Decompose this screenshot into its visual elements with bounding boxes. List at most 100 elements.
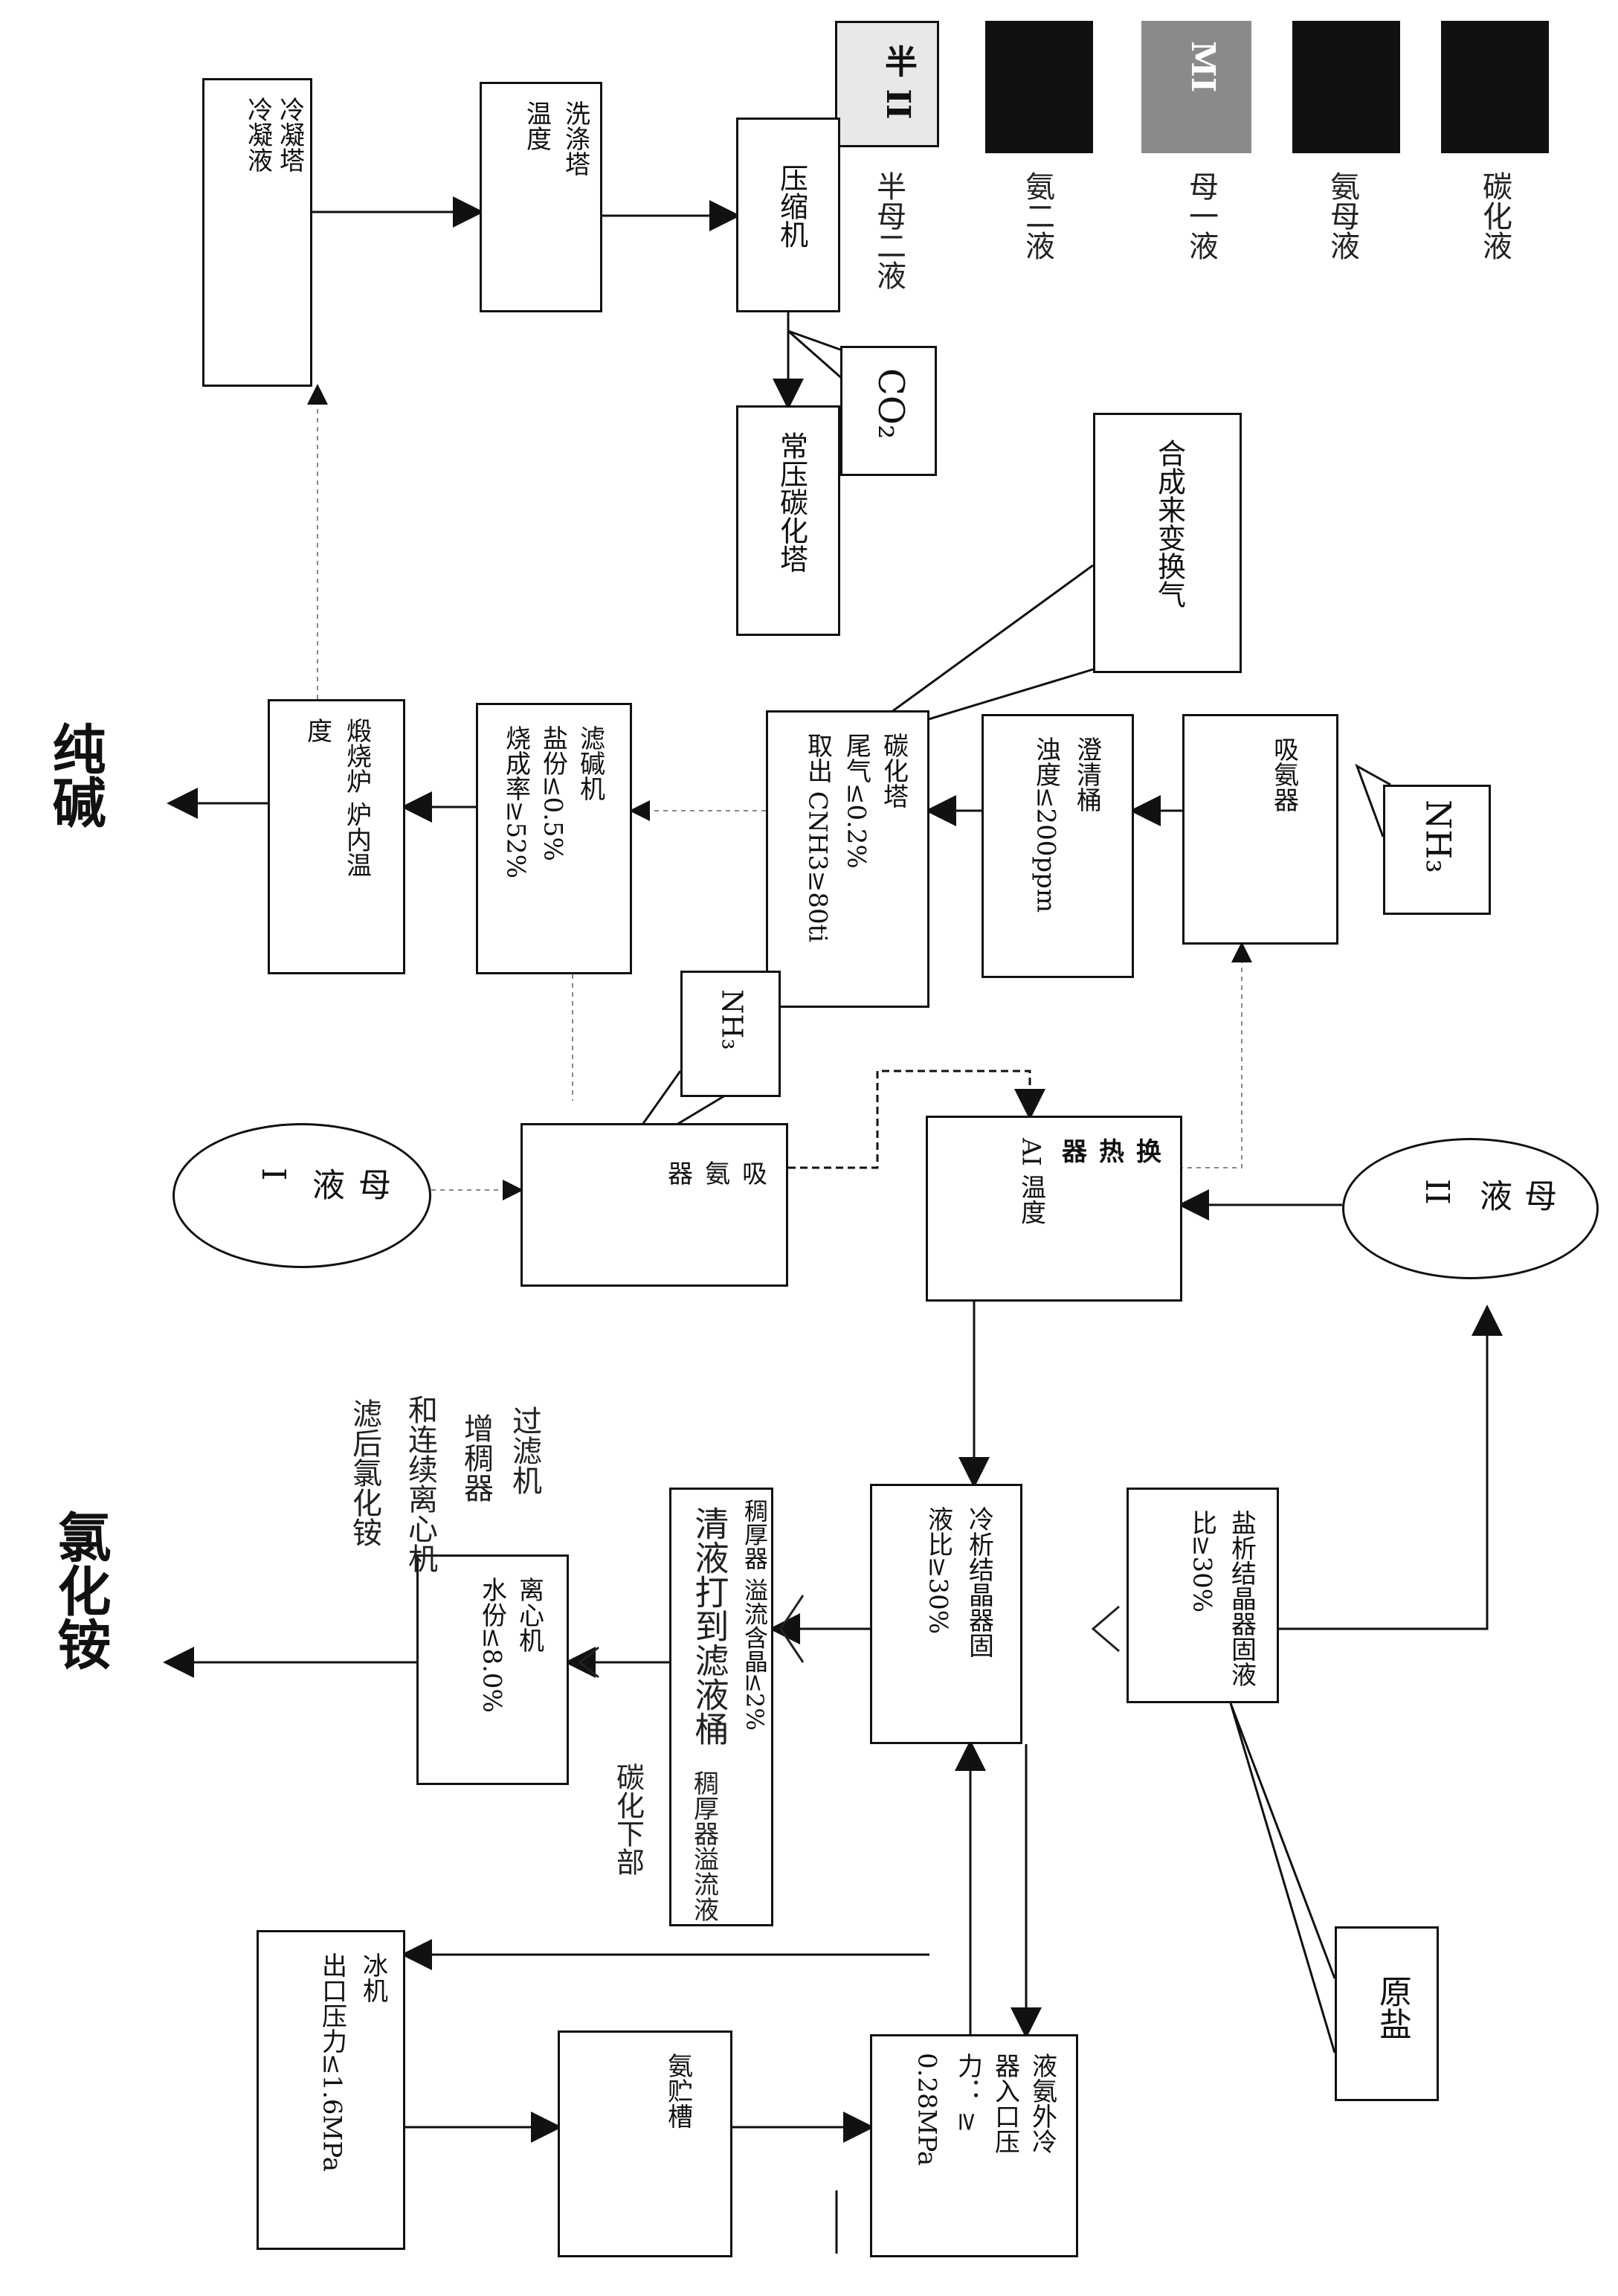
node-atm-carbon [736, 405, 840, 636]
callout-synth-gas [1093, 413, 1242, 673]
node-wash-tower [480, 82, 602, 312]
node-thickener-line1: 稠厚器 溢流含晶≤2% [741, 1499, 769, 1731]
callout-nh3-top [1383, 785, 1491, 915]
node-wash-line1: 洗涤塔 [560, 100, 590, 176]
ellipse-mother-liquor-1 [173, 1123, 431, 1268]
legend-note-2: 氨二液 [1020, 171, 1054, 260]
node-absorber-mid [520, 1123, 788, 1287]
node-ammonia-tank [558, 2030, 732, 2257]
node-compressor [736, 118, 840, 312]
node-heat-line1: 换 [1131, 1138, 1161, 1163]
node-cold-line1: 冷析结晶器固 [964, 1506, 994, 1658]
legend-code-semi-ii: 半 II [879, 45, 917, 120]
legend-swatch-5 [1441, 21, 1549, 153]
node-thickener [669, 1488, 773, 1926]
hand-centrifuge-note-1: 过滤机 [507, 1406, 541, 1495]
node-filter [476, 703, 632, 974]
ml2-line2: 液 [1474, 1179, 1512, 1212]
node-clarifier-line1: 澄清桶 [1071, 736, 1102, 812]
callout-raw-salt-text: 原盐 [1373, 1975, 1411, 2040]
node-liquid-ammonia-cooler [870, 2034, 1078, 2257]
node-calciner-line1: 煅烧炉 炉内温 [341, 718, 372, 878]
node-cooler-line3: 力： ≥ [953, 2053, 983, 2133]
ml2-line1: 母 [1518, 1179, 1556, 1212]
node-centrifuge-line1: 离心机 [514, 1577, 544, 1653]
callout-synth-gas-text: 合成来变换气 [1153, 439, 1186, 608]
ml1-line2: 液 [306, 1168, 344, 1200]
node-ice-line2: 出口压力≤1.6MPa [317, 1952, 347, 2172]
node-salt-line2: 比≥30% [1187, 1510, 1217, 1613]
node-carbonation-line1: 碳化塔 [878, 733, 909, 808]
pointer-nh3-top [1355, 763, 1391, 837]
callout-co2 [840, 346, 937, 476]
node-cooler-line1: 液氨外冷 [1027, 2053, 1057, 2154]
node-atm-carbon-line1: 常压碳化塔 [775, 431, 808, 573]
node-calciner-line2: 度 [302, 718, 332, 743]
edge-absorber-heat [788, 1070, 1045, 1169]
node-clarifier-line2: 浊度≤200ppm [1031, 736, 1061, 913]
node-absorber-mid-line2: 氨 [700, 1160, 730, 1186]
node-carbonation [766, 710, 929, 1008]
ellipse-mother-liquor-2 [1342, 1138, 1599, 1279]
node-heat-exchanger [926, 1116, 1182, 1302]
legend-note-1: 半母二液 [871, 171, 906, 290]
node-filter-line2: 盐份≤0.5% [538, 725, 568, 861]
node-tank-line1: 氨贮槽 [663, 2053, 693, 2129]
hand-arrow-3 [578, 1646, 599, 1679]
legend-swatch-4 [1292, 21, 1400, 153]
callout-co2-text: CO₂ [870, 368, 912, 440]
node-compressor-line1: 压缩机 [775, 164, 808, 248]
legend-swatch-2 [985, 21, 1093, 153]
node-absorber-mid-line1: 吸 [737, 1160, 767, 1186]
node-centrifuge [416, 1554, 569, 1785]
callout-raw-salt [1335, 1926, 1439, 2101]
callout-nh3-mid-text: NH₃ [715, 989, 749, 1050]
node-cold-crystallizer [870, 1484, 1022, 1744]
hand-centrifuge-note-4: 滤后氯化铵 [347, 1398, 381, 1547]
hand-thickener-note: 清液打到滤液桶 [689, 1506, 730, 1746]
node-calciner [268, 699, 405, 974]
edge-salt-ml2 [1279, 1305, 1503, 1630]
node-clarifier [982, 714, 1134, 978]
node-ammonia-absorber-top [1182, 714, 1338, 945]
hand-under-tank: 碳化下部 [611, 1763, 645, 1876]
node-heat-line3: 器 [1057, 1138, 1087, 1163]
legend-code-mi: MI [1184, 41, 1222, 93]
hand-arrow-1 [779, 1595, 805, 1663]
hand-centrifuge-note-2: 增稠器 [459, 1413, 493, 1502]
node-salt-line1: 盐析结晶器固液 [1226, 1510, 1257, 1687]
ml1-line3: I [254, 1168, 292, 1181]
node-centrifuge-line2: 水份≤8.0% [477, 1577, 507, 1713]
node-cooler-line4: 0.28MPa [912, 2053, 942, 2167]
hand-arrow-2 [1091, 1605, 1120, 1653]
node-heat-line2: 热 [1094, 1138, 1124, 1163]
node-absorber-top-line1: 吸氨器 [1269, 736, 1299, 812]
node-carbonation-line3: 取出 CNH3≥80ti [802, 733, 833, 943]
legend-note-5: 碳化液 [1477, 171, 1512, 260]
node-ice-line1: 冰机 [358, 1952, 388, 2003]
edge-heat-absorber-top [1179, 942, 1252, 1168]
ml2-line3: II [1418, 1179, 1456, 1205]
node-condenser [202, 78, 312, 387]
legend-swatch-mi [1141, 21, 1251, 153]
callout-nh3-mid [680, 971, 781, 1097]
node-carbonation-line2: 尾气≤0.2% [841, 733, 871, 869]
legend-swatch-semi-ii [835, 21, 939, 147]
node-filter-line1: 滤碱机 [575, 725, 605, 801]
node-condenser-line2: 冷凝液 [242, 97, 273, 173]
output-soda-ash: 纯碱 [43, 721, 106, 829]
node-wash-line2: 温度 [521, 100, 552, 151]
node-ice-machine [257, 1930, 405, 2250]
node-filter-line3: 烧成率≥52% [500, 725, 531, 879]
legend-note-3: 母一液 [1184, 171, 1218, 260]
output-ammonium-chloride: 氯化铵 [48, 1510, 112, 1670]
callout-nh3-top-text: NH₃ [1418, 800, 1459, 873]
ml1-line1: 母 [352, 1168, 390, 1200]
node-cold-line2: 液比≥30% [923, 1506, 953, 1635]
hand-centrifuge-note-3: 和连续离心机 [403, 1395, 437, 1573]
node-absorber-mid-line3: 器 [663, 1160, 693, 1186]
pointer-raw-salt [1229, 1702, 1336, 2054]
node-cooler-line2: 器入口压 [990, 2053, 1020, 2154]
node-heat-line4: AI 温度 [1016, 1138, 1046, 1225]
hand-thickener-note2: 稠厚器溢流液 [689, 1770, 719, 1922]
